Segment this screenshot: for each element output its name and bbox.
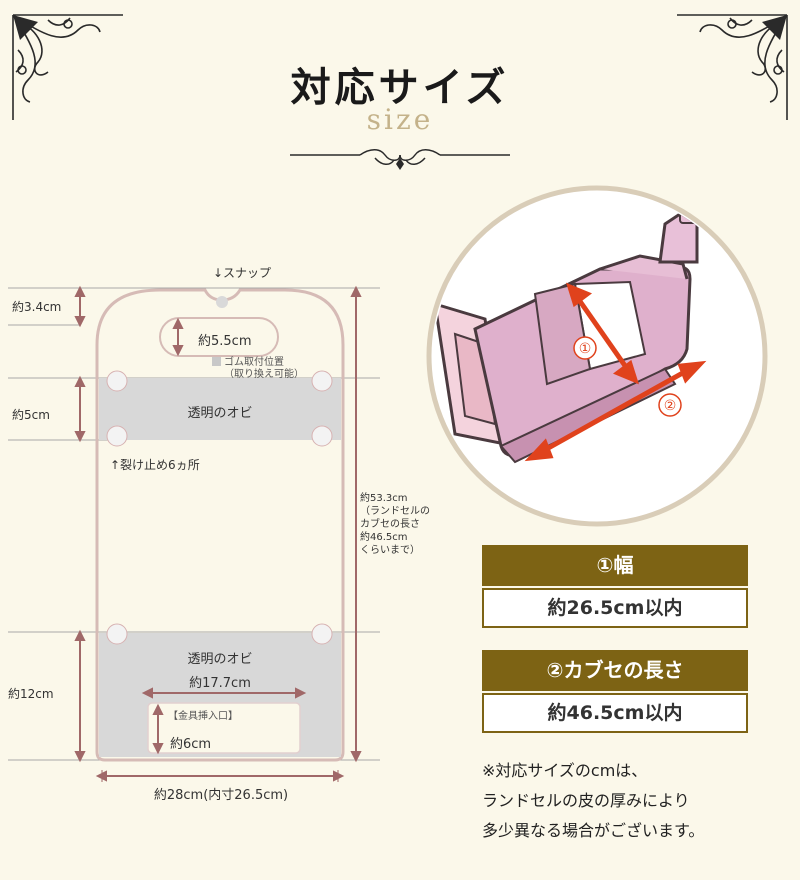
tear-stop [311,425,333,447]
corner-ornament-left [12,14,123,120]
rubber-square-icon [212,357,221,366]
dim-bottom-label: 約12cm [8,687,54,701]
tear-stop [106,425,128,447]
snap-label: ↓スナップ [213,266,272,280]
fitting-height-label: 約6cm [170,737,212,752]
band-bottom-label: 透明のオビ [187,652,253,667]
tear-stop [106,623,128,645]
marker-2: ② [664,398,677,414]
dim-top-label: 約3.4cm [12,300,62,314]
band-top-label: 透明のオビ [187,406,253,421]
length-note: 約53.3cm （ランドセルの カブセの長さ 約46.5cm くらいまで） [360,493,430,556]
cover-outline [95,288,345,762]
rubber-note: ゴム取付位置 （取り換え可能） [224,357,304,380]
snap-pill [159,317,279,357]
tear-stop [311,370,333,392]
fitting-window [147,702,301,754]
fitting-label: 【金具挿入口】 [168,711,238,722]
corner-ornament-right [677,14,788,120]
snap-circle [216,296,228,308]
transparent-band-top [99,378,341,440]
spec-flap-length-header: ②カブセの長さ [482,650,748,691]
page-subtitle: size [366,103,434,136]
cover-diagram [8,285,380,782]
divider-ornament [290,149,510,170]
tear-stop [311,623,333,645]
dim-band-label: 約5cm [12,408,50,422]
band-bottom-width: 約17.7cm [189,676,251,691]
page-title: 対応サイズ [290,64,510,111]
size-note: ※対応サイズのcmは、 ランドセルの皮の厚みにより 多少異なる場合がございます。 [482,761,705,840]
total-width-label: 約28cm(内寸26.5cm) [153,788,289,803]
tear-stop [106,370,128,392]
randoseru-illustration: ① ② [426,185,768,527]
marker-1: ① [579,341,592,357]
spec-width-header: ①幅 [482,545,748,586]
snap-width-label: 約5.5cm [198,334,252,349]
tear-stop-label: ↑裂け止め6ヵ所 [110,458,200,472]
spec-width-value: 約26.5cm以内 [482,588,748,628]
spec-flap-length-value: 約46.5cm以内 [482,693,748,733]
